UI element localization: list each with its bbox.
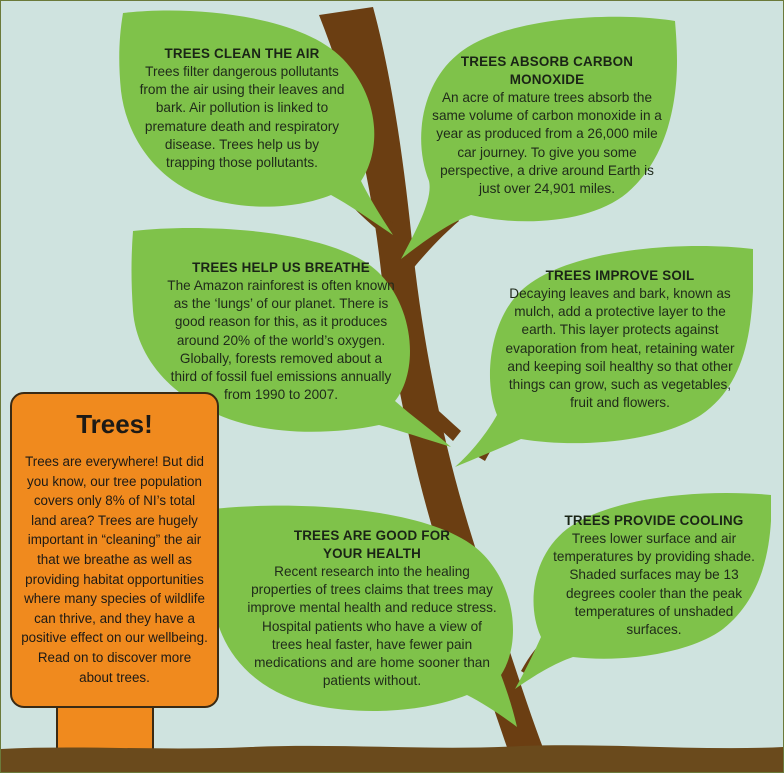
leaf-clean-air-text: TREES CLEAN THE AIR Trees filter dangero… <box>139 45 345 172</box>
leaf-breathe-title: TREES HELP US BREATHE <box>192 260 370 275</box>
leaf-health-body: Recent research into the healing propert… <box>247 564 497 689</box>
sign-body: Trees are everywhere! But did you know, … <box>21 454 208 685</box>
leaf-soil <box>455 245 753 467</box>
trees-sign: Trees! Trees are everywhere! But did you… <box>10 392 219 708</box>
leaf-soil-text: TREES IMPROVE SOIL Decaying leaves and b… <box>501 267 739 412</box>
leaf-breathe <box>131 227 451 447</box>
leaf-soil-body: Decaying leaves and bark, known as mulch… <box>505 286 735 411</box>
leaf-health-title: TREES ARE GOOD FOR YOUR HEALTH <box>293 528 451 561</box>
leaf-carbon-text: TREES ABSORB CARBON MONOXIDE An acre of … <box>431 53 663 198</box>
leaf-clean-air <box>119 10 393 236</box>
leaf-soil-title: TREES IMPROVE SOIL <box>545 268 695 283</box>
leaf-breathe-text: TREES HELP US BREATHE The Amazon rainfor… <box>165 259 397 404</box>
leaf-cooling-body: Trees lower surface and air temperatures… <box>553 531 755 638</box>
leaf-clean-air-title: TREES CLEAN THE AIR <box>164 46 320 61</box>
leaf-cooling-text: TREES PROVIDE COOLING Trees lower surfac… <box>549 512 759 639</box>
leaf-carbon <box>401 16 677 260</box>
leaf-cooling <box>515 492 771 689</box>
branch-breathe <box>399 379 461 441</box>
leaf-carbon-body: An acre of mature trees absorb the same … <box>432 90 662 197</box>
leaf-clean-air-body: Trees filter dangerous pollutants from t… <box>139 64 345 171</box>
leaf-breathe-body: The Amazon rainforest is often known as … <box>167 278 395 403</box>
sign-title: Trees! <box>76 409 153 439</box>
leaf-health-text: TREES ARE GOOD FOR YOUR HEALTH Recent re… <box>247 527 497 690</box>
tree-trunk <box>319 7 545 753</box>
leaf-health <box>212 505 517 727</box>
ground <box>1 745 783 772</box>
leaf-carbon-title: TREES ABSORB CARBON MONOXIDE <box>460 54 634 87</box>
leaf-cooling-title: TREES PROVIDE COOLING <box>564 513 744 528</box>
